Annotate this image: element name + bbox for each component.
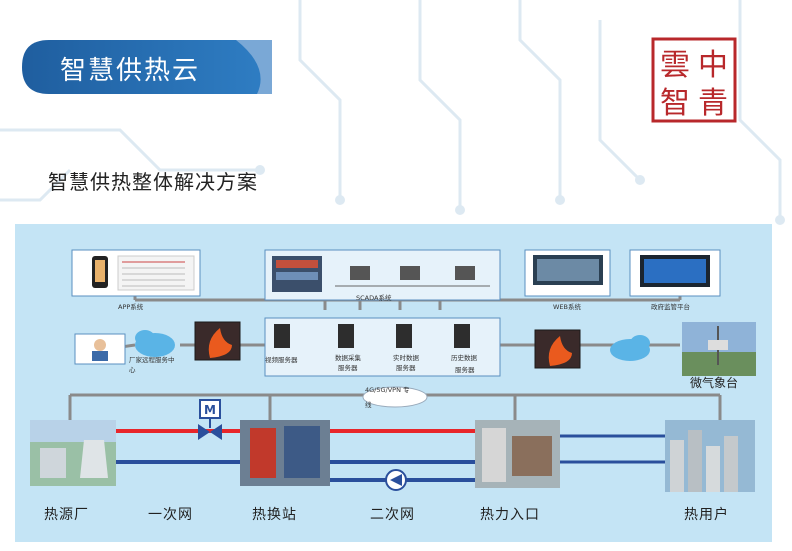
seal-logo: 中 青 雲 智 [651, 37, 737, 123]
realtime-server-label-2: 服务器 [396, 364, 416, 372]
realtime-server-label-1: 实时数据 [393, 354, 419, 362]
web-system-box [524, 249, 611, 297]
heat-exchange-station-label: 热换站 [252, 507, 297, 523]
history-server-label-1: 历史数据 [451, 354, 477, 362]
remote-service-label-2: 心 [129, 366, 136, 374]
heat-entrance-image [475, 420, 560, 488]
banner-title: 智慧供热云 [60, 56, 201, 86]
title-banner [22, 40, 272, 94]
remote-service-label-1: 厂家远程服务中 [129, 356, 175, 364]
app-system-box [71, 249, 201, 297]
cloud-icon-right [610, 335, 650, 361]
remote-service-icon [74, 333, 126, 365]
cloud-icon-left [135, 330, 175, 357]
gov-platform-label: 政府监管平台 [651, 303, 690, 311]
secondary-network-label: 二次网 [370, 507, 415, 523]
pump-icon [385, 469, 407, 491]
video-server-label: 视频服务器 [265, 356, 298, 364]
seal-char-4: 智 [660, 86, 690, 121]
app-system-label: APP系统 [118, 303, 144, 311]
weather-station-label: 微气象台 [690, 376, 739, 390]
heat-plant-label: 热源厂 [44, 507, 89, 523]
network-label-1: 4G/5G/VPN 专 [365, 386, 410, 394]
web-system-label: WEB系统 [553, 303, 581, 311]
primary-network-label: 一次网 [148, 507, 193, 523]
heat-exchange-station-image [240, 420, 330, 486]
heat-user-label: 热用户 [684, 507, 729, 523]
heat-user-image [665, 420, 755, 492]
weather-station-image [682, 322, 756, 376]
scada-system-box [264, 249, 501, 301]
heat-entrance-label: 热力入口 [480, 507, 540, 523]
firewall-icon-left [194, 321, 241, 361]
network-label-2: 线 [365, 401, 372, 409]
seal-char-3: 雲 [660, 48, 690, 83]
valve-letter: M [204, 403, 216, 417]
seal-char-2: 青 [698, 86, 728, 121]
motor-valve-icon [198, 399, 222, 440]
collect-server-label-2: 服务器 [338, 364, 358, 372]
heat-plant-image [30, 420, 116, 486]
page-subtitle: 智慧供热整体解决方案 [48, 170, 258, 194]
server-group-box [264, 317, 501, 377]
firewall-icon-right [534, 329, 581, 369]
seal-char-1: 中 [698, 48, 728, 83]
history-server-label-2: 服务器 [455, 366, 475, 374]
collect-server-label-1: 数据采集 [335, 354, 361, 362]
scada-system-label: SCADA系统 [356, 294, 392, 302]
cloud-icon-network [362, 386, 428, 408]
gov-platform-box [629, 249, 721, 297]
